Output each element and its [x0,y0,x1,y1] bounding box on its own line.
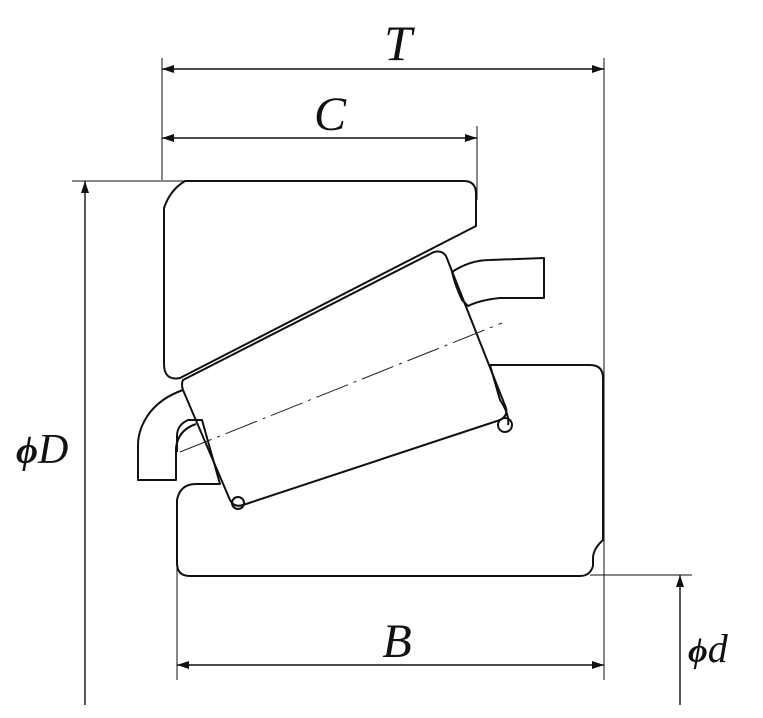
dimension-B: B [176,565,604,680]
dimension-C: C [162,88,478,200]
label-d: ϕd [688,626,729,671]
roller-center-line [179,322,503,453]
outer-ring [163,180,477,380]
dimension-d: ϕd [590,574,729,705]
roller [181,250,513,510]
phi-symbol-D: ϕ [16,430,38,472]
cage-upper [451,257,545,307]
letter-d: d [708,626,729,671]
phi-symbol-d: ϕ [688,633,708,670]
letter-D: D [37,427,68,473]
label-D: ϕD [16,427,68,473]
dimension-D: ϕD [16,180,190,705]
label-B: B [382,615,411,668]
cage-lower [137,389,197,481]
dimension-T: T [161,15,605,680]
inner-ring [176,364,604,577]
label-C: C [314,88,347,141]
label-T: T [384,15,415,71]
